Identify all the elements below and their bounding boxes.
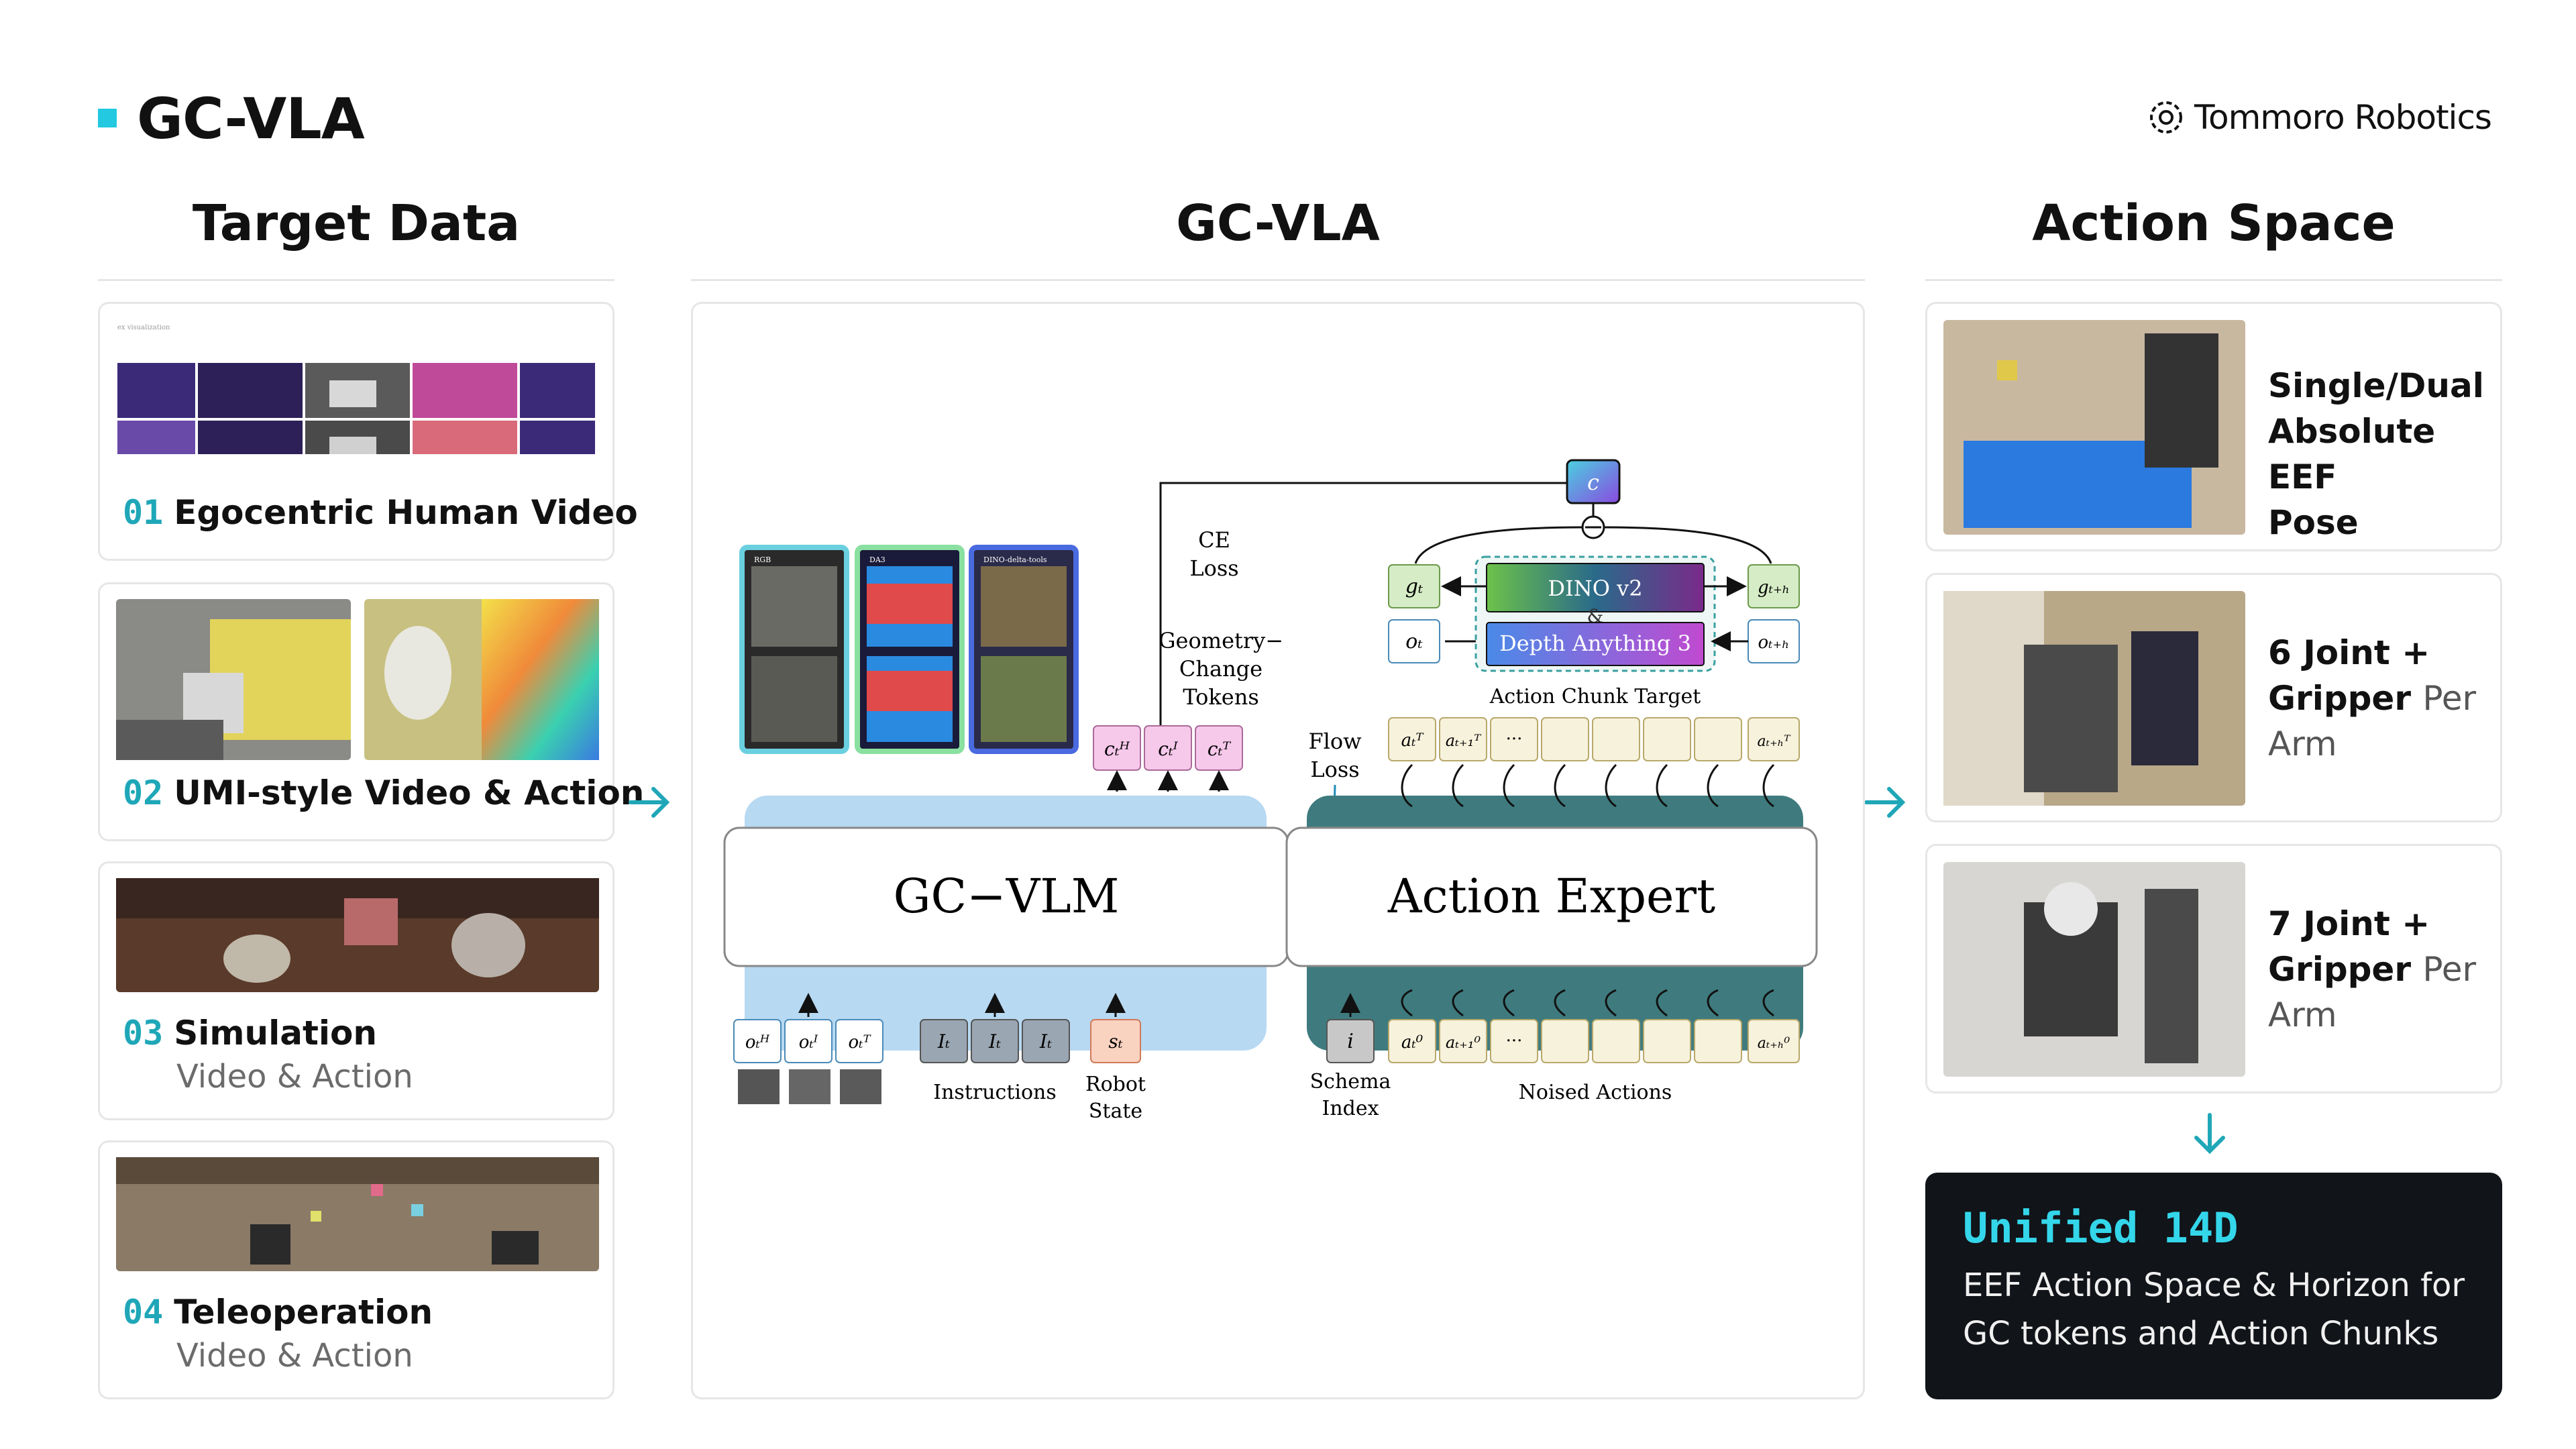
target-card-umi[interactable]: 02 UMI-style Video & Action <box>98 582 644 841</box>
six-joint-photo <box>1943 591 2245 806</box>
card-number: 01 <box>123 493 164 532</box>
brand-name: Tommoro Robotics <box>2194 98 2492 137</box>
arrow-right-icon <box>1864 787 1906 818</box>
svg-text:DINO v2: DINO v2 <box>1548 576 1642 601</box>
col-divider <box>1925 279 2502 281</box>
egocentric-video-thumbnail: ex visualization <box>117 324 595 454</box>
card-title: Egocentric Human Video <box>174 493 638 532</box>
card-number: 02 <box>123 773 164 812</box>
svg-text:State: State <box>1089 1099 1142 1123</box>
action-chunk-target-tokens: aₜᵀ aₜ₊₁ᵀ ··· aₜ₊ₕᵀ <box>1388 717 1800 761</box>
architecture-diagram: RGB DA3 DINO-delta-tools CE Loss Geometr… <box>723 459 1818 1123</box>
target-card-simulation[interactable]: 03 Simulation Video & Action <box>98 861 614 1120</box>
svg-text:DINO-delta-tools: DINO-delta-tools <box>983 555 1047 564</box>
eef-pose-photo <box>1943 320 2245 535</box>
simulation-thumbnail <box>116 878 599 992</box>
svg-text:aₜ₊ₕ⁰: aₜ₊ₕ⁰ <box>1758 1035 1790 1052</box>
arrow-right-icon <box>629 787 670 818</box>
brand-mark-icon <box>2149 101 2182 133</box>
svg-text:oₜᵀ: oₜᵀ <box>849 1032 871 1053</box>
seven-joint-photo <box>1943 862 2245 1077</box>
svg-text:aₜᵀ: aₜᵀ <box>1401 731 1424 751</box>
svg-text:RGB: RGB <box>754 555 771 564</box>
svg-text:oₜ: oₜ <box>1405 630 1423 653</box>
svg-text:Action Chunk Target: Action Chunk Target <box>1489 685 1701 708</box>
svg-text:DA3: DA3 <box>869 555 885 564</box>
col-title-action: Action Space <box>2032 195 2396 252</box>
svg-text:Loss: Loss <box>1189 555 1238 581</box>
svg-text:oₜᴴ: oₜᴴ <box>745 1032 770 1053</box>
unified-title: Unified 14D <box>1963 1203 2239 1252</box>
svg-text:ex visualization: ex visualization <box>117 324 170 331</box>
svg-text:Change: Change <box>1179 656 1263 682</box>
svg-text:oₜᴵ: oₜᴵ <box>799 1032 818 1053</box>
expert-inputs: i Schema Index aₜ⁰ aₜ₊₁⁰ ··· aₜ₊ₕ⁰ Noise… <box>1310 989 1800 1120</box>
svg-text:cₜᴴ: cₜᴴ <box>1104 738 1130 760</box>
svg-text:oₜ₊ₕ: oₜ₊ₕ <box>1758 633 1789 653</box>
action-card-eef[interactable]: Single/Dual Absolute EEF Pose <box>1925 302 2502 551</box>
svg-text:Robot: Robot <box>1085 1073 1146 1096</box>
svg-text:gₜ₊ₕ: gₜ₊ₕ <box>1758 578 1790 598</box>
geometry-change-tokens: cₜᴴ cₜᴵ cₜᵀ <box>1093 725 1243 792</box>
vlm-inputs: oₜᴴ oₜᴵ oₜᵀ Iₜ Iₜ Iₜ Instructions sₜ Rob… <box>733 993 1146 1123</box>
svg-text:cₜᴵ: cₜᴵ <box>1158 738 1179 760</box>
svg-text:i: i <box>1347 1030 1354 1053</box>
svg-text:aₜ₊ₕᵀ: aₜ₊ₕᵀ <box>1758 733 1792 750</box>
teleoperation-thumbnail <box>116 1157 599 1271</box>
brand-logo: Tommoro Robotics <box>2147 98 2492 137</box>
svg-text:cₜᵀ: cₜᵀ <box>1208 738 1232 760</box>
svg-text:Iₜ: Iₜ <box>988 1030 1001 1053</box>
card-subtitle: Video & Action <box>176 1337 413 1375</box>
umi-video-thumbnail <box>116 599 599 760</box>
title-marker <box>98 109 117 127</box>
svg-text:Iₜ: Iₜ <box>1039 1030 1052 1053</box>
svg-text:Iₜ: Iₜ <box>937 1030 950 1053</box>
col-divider <box>691 279 1865 281</box>
action-space-label: Single/Dual Absolute EEF Pose <box>2268 366 2484 542</box>
svg-text:Loss: Loss <box>1310 757 1359 782</box>
svg-text:CE: CE <box>1198 527 1230 553</box>
svg-text:Flow: Flow <box>1308 729 1361 754</box>
action-space-label: 7 Joint + Gripper Per Arm <box>2268 904 2477 1034</box>
unified-line2: GC tokens and Action Chunks <box>1963 1315 2439 1352</box>
svg-text:aₜ₊₁⁰: aₜ₊₁⁰ <box>1446 1033 1481 1052</box>
svg-text:Depth Anything 3: Depth Anything 3 <box>1499 631 1691 656</box>
card-number: 04 <box>123 1293 164 1332</box>
svg-text:aₜ⁰: aₜ⁰ <box>1401 1032 1424 1053</box>
unified-line1: EEF Action Space & Horizon for <box>1963 1267 2465 1304</box>
svg-text:Tokens: Tokens <box>1183 684 1258 710</box>
target-card-teleoperation[interactable]: 04 Teleoperation Video & Action <box>98 1140 614 1399</box>
unified-14d-box: Unified 14D EEF Action Space & Horizon f… <box>1925 1173 2502 1399</box>
card-subtitle: Video & Action <box>176 1058 413 1095</box>
svg-text:···: ··· <box>1506 1031 1523 1051</box>
target-card-egocentric[interactable]: ex visualization 01 Egocentric Human Vide… <box>98 302 638 561</box>
card-title: Teleoperation <box>174 1293 433 1332</box>
page-title: GC-VLA <box>137 86 365 152</box>
card-title: UMI-style Video & Action <box>174 773 645 812</box>
gc-vlm-label: GC−VLM <box>894 869 1120 924</box>
col-title-middle: GC-VLA <box>1176 195 1380 252</box>
svg-text:Instructions: Instructions <box>933 1081 1057 1104</box>
svg-text:aₜ₊₁ᵀ: aₜ₊₁ᵀ <box>1446 731 1482 750</box>
svg-text:Geometry−: Geometry− <box>1159 628 1283 653</box>
arrow-down-icon <box>2194 1113 2225 1155</box>
svg-text:Schema: Schema <box>1310 1070 1391 1093</box>
col-divider <box>98 279 614 281</box>
svg-text:Index: Index <box>1322 1097 1379 1120</box>
observation-thumbnails: RGB DA3 DINO-delta-tools <box>739 545 1079 754</box>
svg-text:···: ··· <box>1506 729 1523 749</box>
action-card-7joint[interactable]: 7 Joint + Gripper Per Arm <box>1925 844 2502 1093</box>
card-title: Simulation <box>174 1014 377 1053</box>
svg-text:gₜ: gₜ <box>1405 575 1424 598</box>
svg-text:sₜ: sₜ <box>1108 1030 1122 1053</box>
action-card-6joint[interactable]: 6 Joint + Gripper Per Arm <box>1925 573 2502 822</box>
svg-text:c: c <box>1587 470 1599 495</box>
col-title-target: Target Data <box>192 195 521 252</box>
card-number: 03 <box>123 1014 164 1053</box>
action-expert-label: Action Expert <box>1387 869 1715 924</box>
action-space-label: 6 Joint + Gripper Per Arm <box>2268 633 2477 763</box>
svg-text:Noised Actions: Noised Actions <box>1519 1081 1672 1104</box>
